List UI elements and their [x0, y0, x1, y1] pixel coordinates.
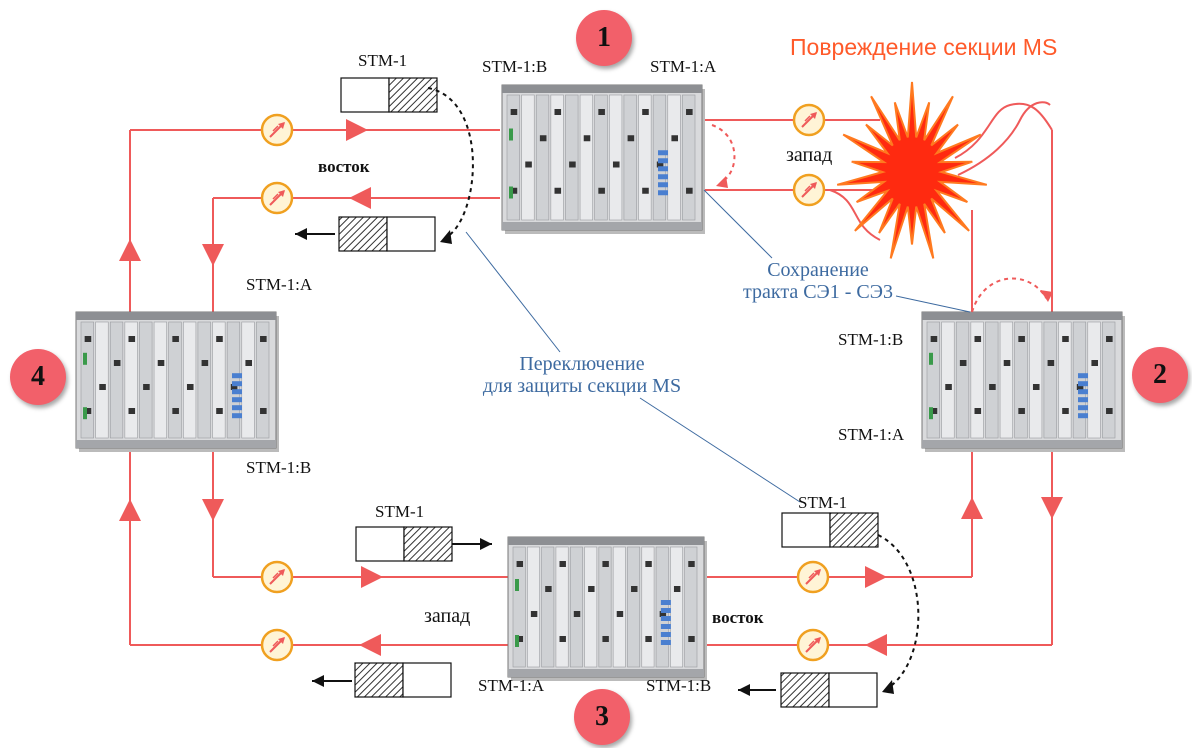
node-1-direction-east: восток	[318, 157, 370, 177]
damage-starburst	[837, 82, 987, 258]
attenuator-icon-5	[262, 562, 292, 592]
attenuator-icon-8	[798, 630, 828, 660]
ring-arrow-10	[865, 634, 887, 656]
protection-dashed-node-1	[712, 125, 734, 182]
ring-arrow-4	[202, 244, 224, 266]
switch-leader-2	[640, 398, 800, 502]
node-3-direction-west: запад	[424, 605, 470, 628]
protection-dashed-node-2	[972, 278, 1046, 312]
stm1-frame-top-incoming	[339, 217, 435, 251]
ring-arrow-8	[359, 634, 381, 656]
preservation-leader-1	[704, 190, 772, 258]
node-2-rack	[922, 312, 1125, 452]
loopback-dotted-bottom-head	[882, 680, 894, 694]
stm1-frame-bottom-left-outgoing	[356, 527, 452, 561]
attenuator-icon-6	[262, 630, 292, 660]
ring-arrow-2	[349, 187, 371, 209]
attenuator-icon-2	[262, 183, 292, 213]
node-1-port-right: STM-1:A	[650, 57, 716, 77]
switch-leader-1	[466, 232, 560, 352]
node-4-rack	[76, 312, 279, 452]
ring-arrow-7	[361, 566, 383, 588]
ring-arrow-9	[865, 566, 887, 588]
broken-fiber-1	[955, 104, 1052, 158]
diagram-title: Повреждение секции MS	[790, 34, 1057, 61]
ms-switch-note: Переключение для защиты секции MS	[452, 353, 712, 397]
stm1-frame-bottom-left-incoming	[355, 663, 451, 697]
ring-arrow-12	[1041, 497, 1063, 519]
node-2-port-bottom: STM-1:A	[838, 425, 904, 445]
node-1-badge: 1	[576, 10, 632, 66]
ms-switch-line-1: Переключение	[452, 353, 712, 375]
ring-arrow-5	[202, 499, 224, 521]
frame-arrow-bottom-left	[452, 538, 492, 550]
path-preservation-note: Сохранение тракта СЭ1 - СЭ3	[718, 259, 918, 303]
frame-label-bottom-left: STM-1	[375, 502, 424, 522]
ring-arrow-6	[119, 499, 141, 521]
stm1-frame-top-outgoing	[341, 78, 437, 112]
loopback-dotted-top-head	[440, 230, 452, 244]
frame-label-bottom-right: STM-1	[798, 493, 847, 513]
attenuator-icon-4	[794, 175, 824, 205]
node-1-port-left: STM-1:B	[482, 57, 547, 77]
node-1-rack	[502, 85, 705, 234]
node-4-badge: 4	[10, 349, 66, 405]
node-2-port-top: STM-1:B	[838, 330, 903, 350]
ring-arrow-11	[961, 497, 983, 519]
stm1-frame-bottom-right-outgoing	[782, 513, 878, 547]
node-1-direction-west: запад	[786, 144, 832, 167]
path-preservation-line-1: Сохранение	[718, 259, 918, 281]
loopback-dotted-bottom	[878, 535, 918, 688]
node-2-badge: 2	[1132, 347, 1188, 403]
path-preservation-line-2: тракта СЭ1 - СЭ3	[718, 281, 918, 303]
node-3-port-right: STM-1:B	[646, 676, 711, 696]
ring-arrow-1	[346, 119, 368, 141]
node-3-rack	[508, 537, 707, 681]
node-3-port-left: STM-1:A	[478, 676, 544, 696]
node-4-port-top: STM-1:A	[246, 275, 312, 295]
node-3-badge: 3	[574, 689, 630, 745]
frame-arrow-top-left	[295, 228, 335, 240]
stm1-frame-bottom-right-incoming	[781, 673, 877, 707]
frame-label-top: STM-1	[358, 51, 407, 71]
protection-dashed-node-1-head	[716, 176, 728, 188]
attenuator-icon-1	[262, 115, 292, 145]
attenuator-icon-7	[798, 562, 828, 592]
frame-arrow-bottom-right-out	[738, 684, 776, 696]
frame-arrow-bottom-left-out	[312, 675, 352, 687]
ms-switch-line-2: для защиты секции MS	[452, 375, 712, 397]
node-3-direction-east: восток	[712, 608, 764, 628]
attenuator-icon-3	[794, 105, 824, 135]
node-4-port-bottom: STM-1:B	[246, 458, 311, 478]
ring-arrow-3	[119, 239, 141, 261]
